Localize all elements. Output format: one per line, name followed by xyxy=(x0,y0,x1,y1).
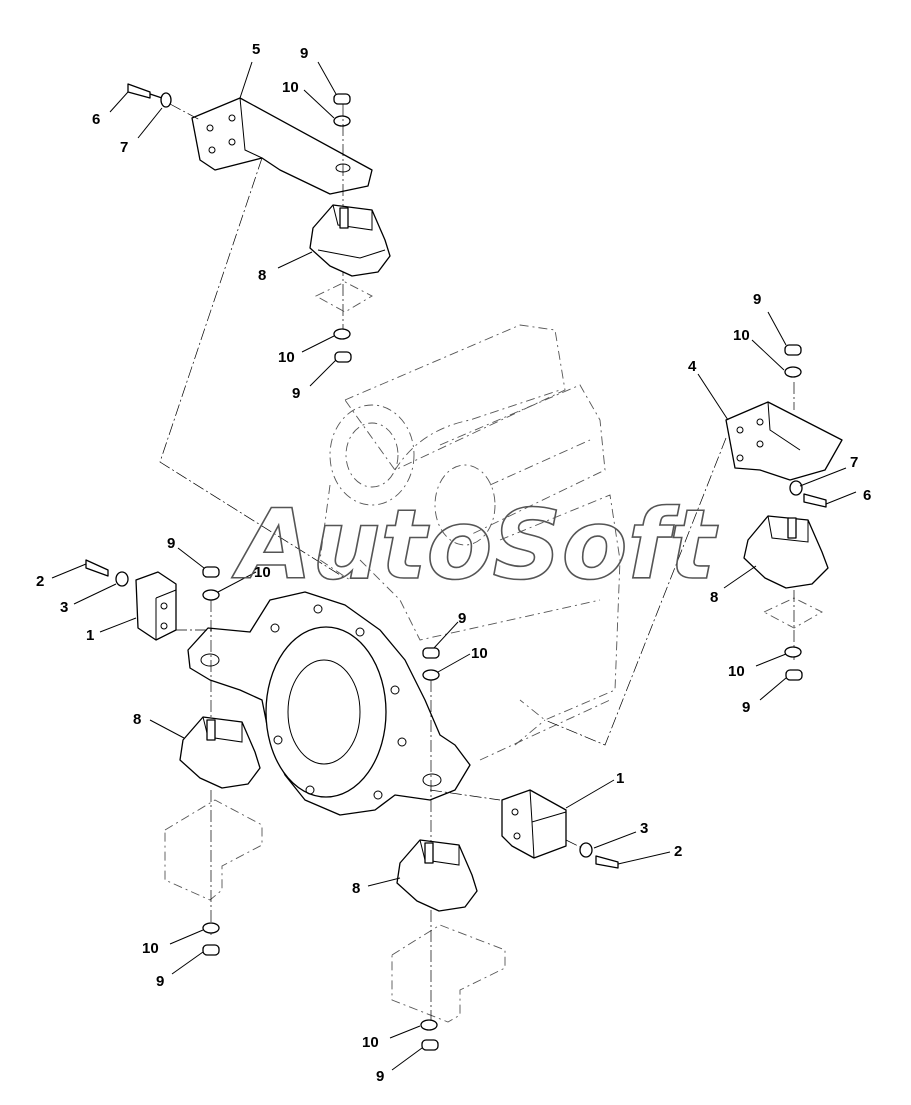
callout-part-10: 10 xyxy=(728,663,745,680)
callout-labels: 5 6 7 9 10 8 10 9 9 10 4 7 6 8 10 9 9 10… xyxy=(36,41,871,1085)
callout-part-8: 8 xyxy=(352,880,360,897)
flywheel-housing xyxy=(187,591,471,816)
callout-part-10: 10 xyxy=(282,79,299,96)
bracket-1-lower-assembly xyxy=(501,789,619,869)
bracket-5-assembly xyxy=(127,83,391,363)
callout-part-1: 1 xyxy=(86,627,94,644)
callout-part-5: 5 xyxy=(252,41,260,58)
bracket-4-assembly xyxy=(725,344,843,681)
callout-part-10: 10 xyxy=(471,645,488,662)
callout-part-8: 8 xyxy=(710,589,718,606)
callout-part-10: 10 xyxy=(733,327,750,344)
callout-part-9: 9 xyxy=(292,385,300,402)
callout-part-1: 1 xyxy=(616,770,624,787)
callout-part-10: 10 xyxy=(362,1034,379,1051)
callout-part-8: 8 xyxy=(258,267,266,284)
callout-part-10: 10 xyxy=(278,349,295,366)
autosoft-watermark: AutoSoft xyxy=(231,489,718,601)
callout-part-6: 6 xyxy=(863,487,871,504)
callout-part-4: 4 xyxy=(688,358,697,375)
callout-part-9: 9 xyxy=(376,1068,384,1085)
callout-part-9: 9 xyxy=(167,535,175,552)
callout-part-8: 8 xyxy=(133,711,141,728)
callout-part-2: 2 xyxy=(674,843,682,860)
center-mount-assembly xyxy=(391,647,506,1051)
callout-part-2: 2 xyxy=(36,573,44,590)
callout-part-9: 9 xyxy=(300,45,308,62)
callout-part-9: 9 xyxy=(742,699,750,716)
left-mount-assembly xyxy=(85,559,263,956)
callout-part-3: 3 xyxy=(640,820,648,837)
callout-part-3: 3 xyxy=(60,599,68,616)
callout-part-7: 7 xyxy=(120,139,128,156)
callout-part-9: 9 xyxy=(458,610,466,627)
alignment-lines xyxy=(159,157,727,801)
callout-part-9: 9 xyxy=(156,973,164,990)
callout-part-6: 6 xyxy=(92,111,100,128)
engine-phantom-outline xyxy=(319,324,621,761)
callout-part-9: 9 xyxy=(753,291,761,308)
callout-part-7: 7 xyxy=(850,454,858,471)
callout-part-10: 10 xyxy=(142,940,159,957)
leader-lines xyxy=(51,61,857,1071)
callout-part-10: 10 xyxy=(254,564,271,581)
